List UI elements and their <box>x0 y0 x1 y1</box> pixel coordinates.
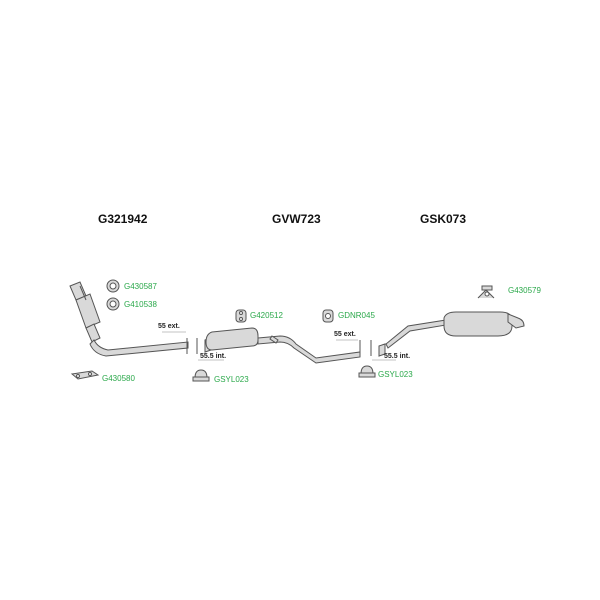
u-clamp-icon-rear[interactable] <box>358 365 376 378</box>
leader-lines <box>162 331 396 361</box>
flange-gasket-icon[interactable] <box>70 370 100 380</box>
dimension-ext-front: 55 ext. <box>158 323 180 330</box>
part-label-clamp-2[interactable]: GSYL023 <box>378 370 413 379</box>
assembly-code-rear[interactable]: GSK073 <box>420 212 467 226</box>
assembly-code-front[interactable]: G321942 <box>98 212 148 226</box>
hanger-bracket-icon[interactable] <box>477 285 495 299</box>
front-pipe-catalyst[interactable] <box>69 281 189 357</box>
dimension-int-rear: 55.5 int. <box>384 353 411 360</box>
part-label-bracket[interactable]: G430579 <box>508 286 541 295</box>
dimension-ext-rear: 55 ext. <box>334 331 356 338</box>
pipe-end-middle <box>359 340 372 356</box>
dimension-int-front: 55.5 int. <box>200 353 227 360</box>
pipe-end-front <box>186 338 198 354</box>
part-label-hanger[interactable]: G420512 <box>250 311 283 320</box>
part-label-ring-2[interactable]: G410538 <box>124 300 157 309</box>
gasket-ring-icon[interactable] <box>106 297 120 311</box>
part-label-ring-1[interactable]: G430587 <box>124 282 157 291</box>
rear-silencer-pipe[interactable] <box>378 311 525 357</box>
part-label-clamp-1[interactable]: GSYL023 <box>214 375 249 384</box>
middle-silencer-pipe[interactable] <box>204 327 361 364</box>
clamp-ring-icon[interactable] <box>106 279 120 293</box>
part-label-mount[interactable]: GDNR045 <box>338 311 375 320</box>
u-clamp-icon[interactable] <box>192 369 210 382</box>
rubber-mount-icon[interactable] <box>322 309 334 323</box>
assembly-code-middle[interactable]: GVW723 <box>272 212 321 226</box>
part-label-gasket[interactable]: G430580 <box>102 374 135 383</box>
rubber-hanger-icon[interactable] <box>235 309 247 323</box>
